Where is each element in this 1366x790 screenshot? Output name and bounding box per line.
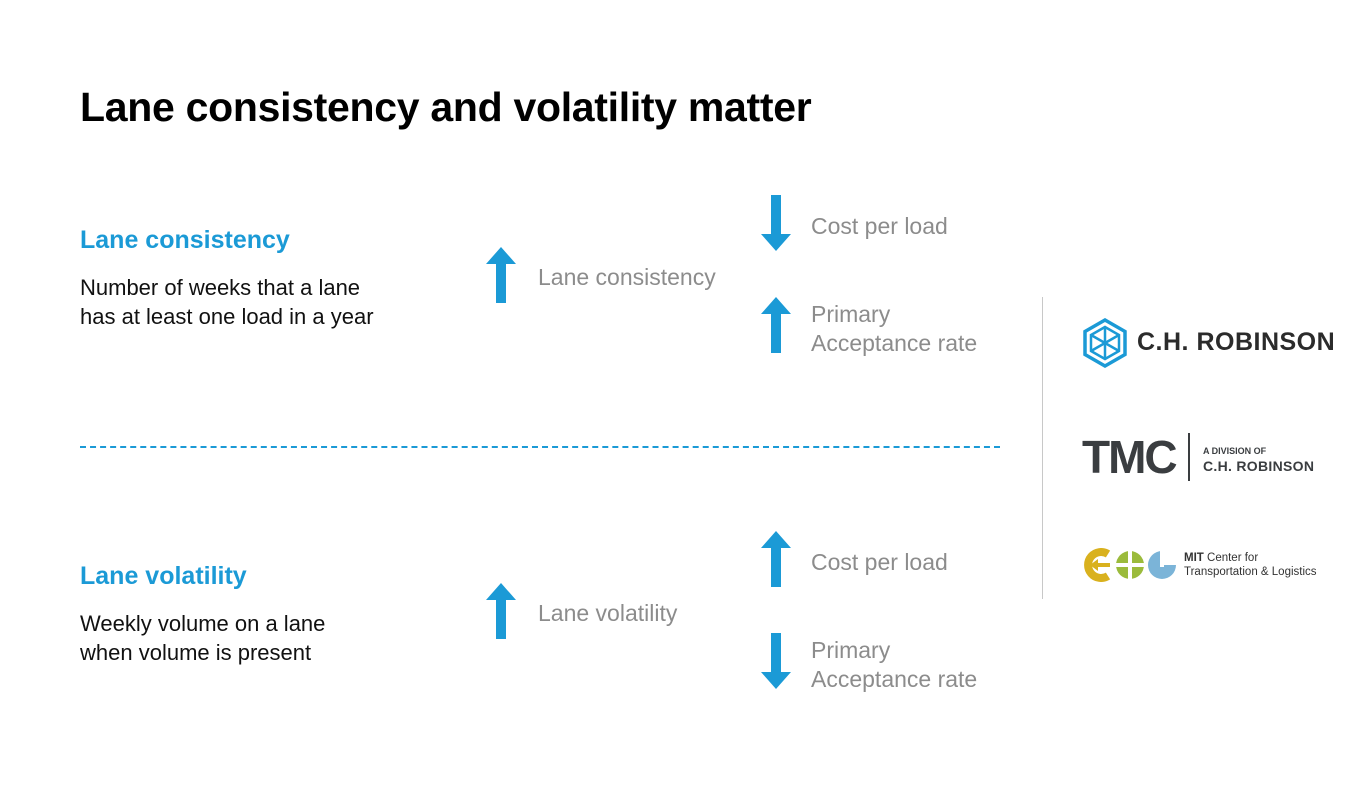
logo-separator [1042, 297, 1043, 599]
ctl-mark-icon [1084, 548, 1176, 582]
mit-ctl-logo-line1: Center for [1207, 552, 1259, 564]
section-heading-consistency: Lane consistency [80, 226, 290, 254]
section-description-consistency: Number of weeks that a lane has at least… [80, 275, 374, 329]
effect-label-acceptance-rate: Primary Acceptance rate [811, 301, 978, 356]
chr-logo-text: C.H. ROBINSON [1137, 328, 1336, 356]
arrow-down-icon [761, 195, 791, 251]
tmc-logo-divider [1188, 433, 1190, 481]
section-divider [80, 446, 1000, 448]
chr-box-icon [1083, 318, 1127, 368]
page-title: Lane consistency and volatility matter [80, 84, 812, 130]
driver-label-volatility: Lane volatility [538, 600, 678, 626]
effect-label-cost-per-load: Cost per load [811, 213, 948, 239]
tmc-logo-mark: TMC [1082, 431, 1178, 483]
section-description-volatility: Weekly volume on a lane when volume is p… [80, 611, 326, 665]
tmc-logo: TMC A DIVISION OF C.H. ROBINSON [1082, 430, 1332, 486]
arrow-up-icon [761, 297, 791, 353]
tmc-logo-subtitle: A DIVISION OF [1203, 446, 1267, 456]
arrow-up-icon [761, 531, 791, 587]
effect-label-cost-per-load: Cost per load [811, 549, 948, 575]
tmc-logo-parent: C.H. ROBINSON [1203, 458, 1315, 474]
arrow-down-icon [761, 633, 791, 689]
driver-label-consistency: Lane consistency [538, 264, 716, 290]
mit-ctl-logo-line2: Transportation & Logistics [1184, 566, 1317, 578]
mit-ctl-logo-mit: MIT [1184, 552, 1204, 564]
arrow-up-icon [486, 247, 516, 303]
chr-logo: C.H. ROBINSON [1082, 318, 1336, 368]
arrow-up-icon [486, 583, 516, 639]
section-heading-volatility: Lane volatility [80, 562, 247, 590]
effect-label-acceptance-rate: Primary Acceptance rate [811, 637, 978, 692]
